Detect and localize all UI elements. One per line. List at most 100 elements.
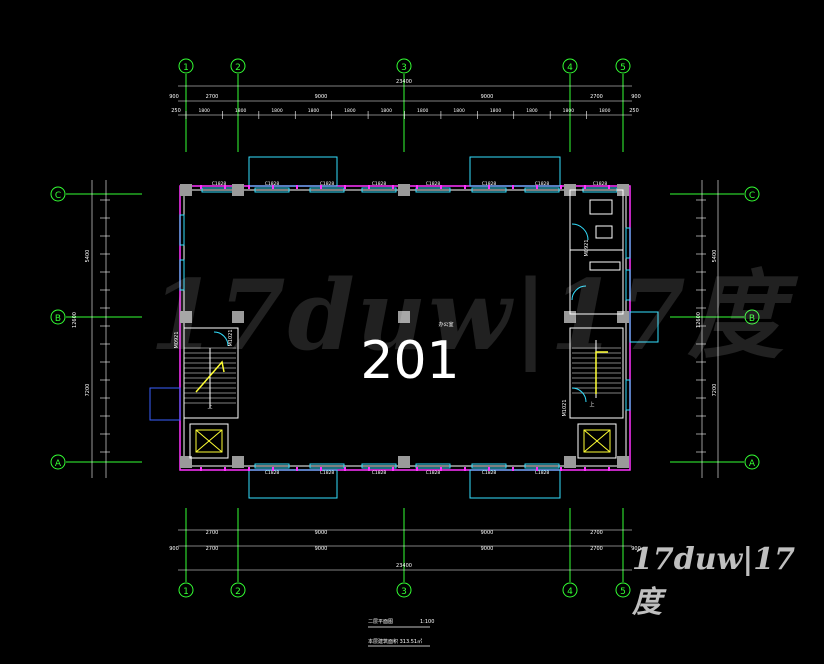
axis-label-bottom: 4 bbox=[567, 587, 573, 597]
column bbox=[564, 456, 576, 468]
wall-mark bbox=[248, 185, 250, 189]
dim-text-top-row2: 1800 bbox=[381, 108, 393, 114]
window-side bbox=[625, 379, 631, 411]
window-bottom bbox=[524, 463, 560, 469]
wall-mark bbox=[200, 185, 202, 189]
dim-text-bottom-row2: 9000 bbox=[315, 546, 328, 552]
window-label-bottom: C1828 bbox=[535, 470, 550, 476]
fixture-urinal bbox=[589, 261, 621, 271]
door-label: M0921 bbox=[584, 239, 590, 256]
door-swing bbox=[571, 285, 587, 301]
door-swing bbox=[213, 331, 229, 347]
stair-label-left: 上 bbox=[207, 403, 212, 410]
drawing-title: 二层平面图 bbox=[368, 619, 393, 625]
wall-mark bbox=[296, 467, 298, 471]
dim-text-left: 12600 bbox=[72, 312, 78, 328]
axis-label-right: C bbox=[749, 191, 755, 201]
dim-text-top-end: 250 bbox=[629, 108, 639, 114]
wall-mark bbox=[608, 467, 610, 471]
wall-mark bbox=[248, 467, 250, 471]
elevator-car bbox=[195, 429, 223, 453]
wall-mark bbox=[320, 185, 322, 189]
wall-mark bbox=[440, 185, 442, 189]
wall-mark bbox=[272, 467, 274, 471]
axis-bubble-bottom bbox=[230, 582, 246, 598]
room-label: 办公室 bbox=[438, 321, 453, 328]
wall-mark bbox=[392, 467, 394, 471]
balcony-top-right bbox=[469, 156, 561, 187]
dim-text-top-row2: 1800 bbox=[344, 108, 356, 114]
axis-bubble-bottom bbox=[615, 582, 631, 598]
dim-text-left: 7200 bbox=[85, 384, 91, 397]
dim-text-top-overall: 23400 bbox=[396, 79, 412, 85]
dim-text-top-row2: 1800 bbox=[271, 108, 283, 114]
window-label-top: C1828 bbox=[535, 181, 550, 187]
window-label-bottom: C1828 bbox=[372, 470, 387, 476]
wall-mark bbox=[440, 467, 442, 471]
wall-mark bbox=[416, 467, 418, 471]
dim-text-top-row2: 1800 bbox=[599, 108, 611, 114]
balcony-bottom-left bbox=[248, 469, 338, 499]
column bbox=[180, 184, 192, 196]
dim-text-top-row1: 9000 bbox=[481, 94, 494, 100]
axis-label-top: 5 bbox=[620, 63, 626, 73]
window-top bbox=[524, 187, 560, 193]
elevator-cross bbox=[195, 429, 223, 453]
wall-mark bbox=[560, 467, 562, 471]
wall-mark bbox=[272, 185, 274, 189]
axis-bubble-top bbox=[230, 58, 246, 74]
dim-text-top-row2: 1800 bbox=[453, 108, 465, 114]
dim-text-top-row1: 2700 bbox=[590, 94, 603, 100]
axis-label-top: 1 bbox=[183, 63, 189, 73]
window-label-top: C1828 bbox=[426, 181, 441, 187]
column bbox=[617, 456, 629, 468]
wall-mark bbox=[512, 467, 514, 471]
window-top bbox=[309, 187, 345, 193]
dim-text-top-end: 900 bbox=[169, 94, 179, 100]
column bbox=[398, 184, 410, 196]
axis-bubble-top bbox=[178, 58, 194, 74]
dim-text-bottom-end: 900 bbox=[169, 546, 179, 552]
wall-mark bbox=[488, 467, 490, 471]
window-label-top: C1828 bbox=[593, 181, 608, 187]
window-side bbox=[179, 214, 185, 246]
window-bottom bbox=[361, 463, 397, 469]
fixture-wc bbox=[595, 225, 613, 239]
wall-mark bbox=[224, 185, 226, 189]
axis-label-left: A bbox=[55, 459, 62, 469]
wall-mark bbox=[320, 467, 322, 471]
dim-text-top-row2: 1800 bbox=[235, 108, 247, 114]
window-label-bottom: C1828 bbox=[482, 470, 497, 476]
window-label-top: C1828 bbox=[212, 181, 227, 187]
dim-text-right: 12600 bbox=[696, 312, 702, 328]
dim-text-top-row1: 9000 bbox=[315, 94, 328, 100]
axis-label-bottom: 2 bbox=[235, 587, 241, 597]
axis-bubble-top bbox=[615, 58, 631, 74]
axis-bubble-bottom bbox=[396, 582, 412, 598]
side-box-right bbox=[629, 311, 659, 343]
area-line: 本层建筑面积 313.51㎡ bbox=[368, 638, 422, 645]
elevator-cross bbox=[583, 429, 611, 453]
wall-mark bbox=[560, 185, 562, 189]
wall-mark bbox=[200, 467, 202, 471]
dim-text-bottom-end: 900 bbox=[631, 546, 641, 552]
axis-label-right: B bbox=[749, 314, 755, 324]
wall-mark bbox=[536, 185, 538, 189]
balcony-bottom-right bbox=[469, 469, 561, 499]
axis-bubble-left bbox=[50, 454, 66, 470]
elevator-shaft bbox=[189, 423, 229, 459]
elevator-car bbox=[583, 429, 611, 453]
wall-mark bbox=[608, 185, 610, 189]
window-bottom bbox=[415, 463, 451, 469]
dim-text-left: 5400 bbox=[85, 250, 91, 263]
column bbox=[232, 311, 244, 323]
door-swing bbox=[571, 387, 587, 403]
window-label-bottom: C1828 bbox=[320, 470, 335, 476]
dim-text-top-row2: 1800 bbox=[526, 108, 538, 114]
window-label-bottom: C1828 bbox=[426, 470, 441, 476]
door-label: M1021 bbox=[228, 329, 234, 346]
stair-arrow-left bbox=[195, 360, 225, 393]
column bbox=[180, 311, 192, 323]
dim-text-bottom-overall: 23400 bbox=[396, 563, 412, 569]
wall-mark bbox=[464, 185, 466, 189]
